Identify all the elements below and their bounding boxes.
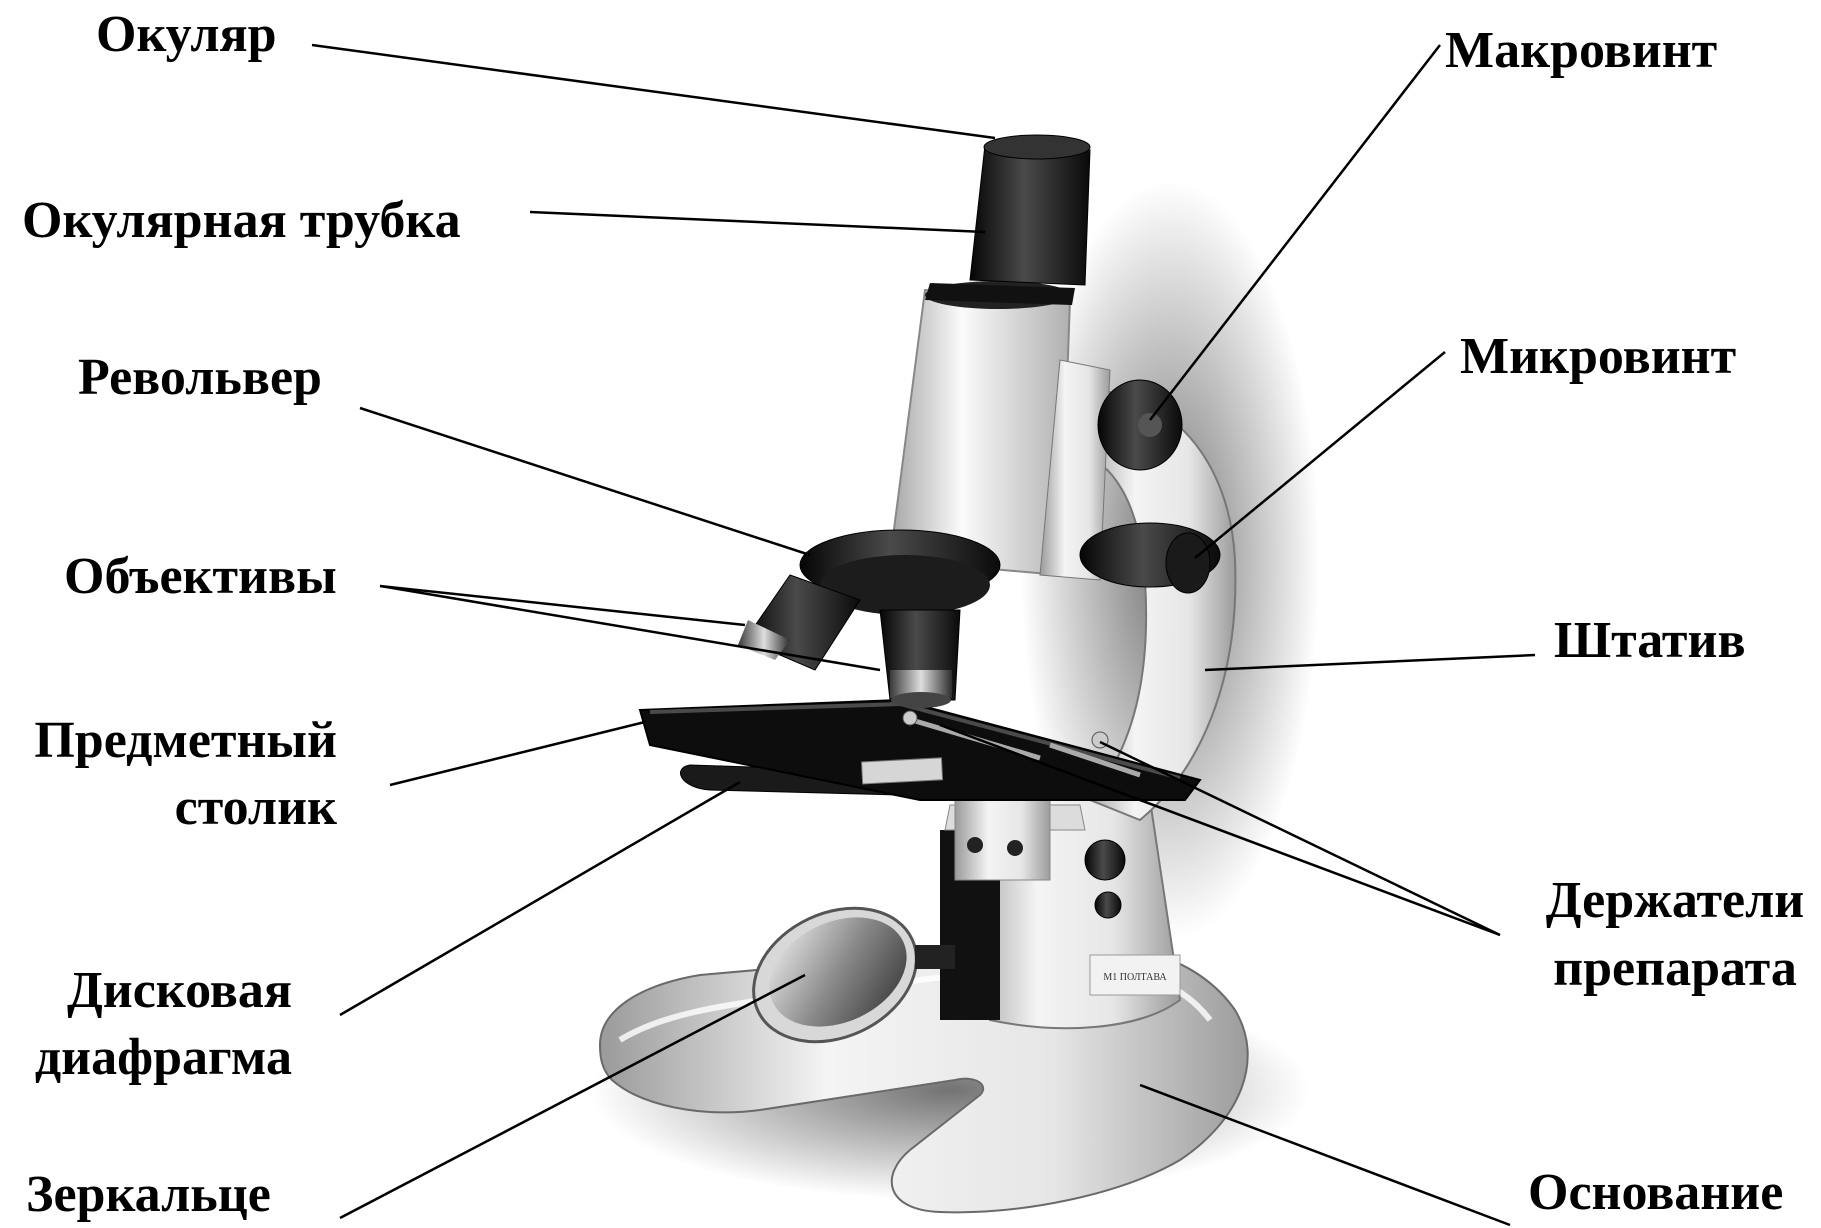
label-okulyar: Окуляр [96,4,277,66]
condenser-screw-1 [967,837,983,853]
label-diskovaya: Дисковая [12,960,292,1022]
leader-revolver [360,408,810,555]
leader-obektivy-1 [380,586,745,625]
label-diafragma: диафрагма [12,1027,292,1089]
label-makrovint: Макровинт [1445,20,1717,82]
label-shtativ: Штатив [1554,610,1746,672]
coarse-knob-center [1138,413,1162,437]
clip-post-1 [903,711,917,725]
eyepiece-top [984,135,1090,159]
leader-okulyarnaya-trubka [530,212,985,232]
label-osnovanie: Основание [1528,1162,1783,1224]
condenser-screw-2 [1007,840,1023,856]
fine-knob-cap [1166,533,1210,593]
pillar-knob-upper [1085,840,1125,880]
label-okulyarnaya-trubka: Окулярная трубка [22,190,461,252]
leader-okulyar [312,45,995,138]
leader-stolik [390,722,645,785]
objective-center-lens [891,692,951,708]
label-predmetny: Предметный [12,710,337,772]
label-mikrovint: Микровинт [1460,326,1736,388]
stage-slide [862,758,943,784]
label-derzhateli: Держатели [1530,870,1820,932]
label-revolver: Револьвер [78,347,322,409]
label-stolik: столик [12,777,337,839]
mirror-holder [915,945,955,969]
label-zerkaltse: Зеркальце [26,1164,271,1226]
plate-text: М1 ПОЛТАВА [1103,972,1167,983]
pillar-knob-lower [1095,892,1121,918]
label-preparata: препарата [1530,938,1820,1000]
eyepiece [970,145,1090,285]
label-obektivy: Объективы [64,546,337,608]
